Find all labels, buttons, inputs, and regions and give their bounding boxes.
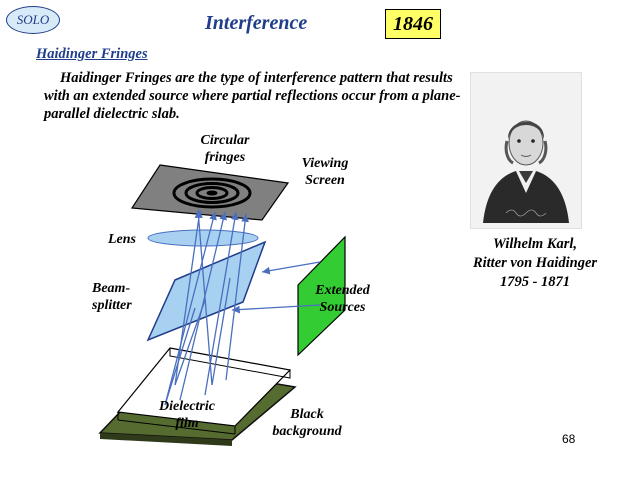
label-black-background: Black background	[272, 407, 342, 439]
label-extended-sources: Extended Sources	[315, 283, 370, 315]
label-viewing-screen: Viewing Screen	[301, 156, 349, 188]
solo-badge: SOLO	[6, 6, 60, 34]
portrait-engraving-icon	[471, 73, 581, 228]
light-rays	[164, 209, 321, 406]
slide-title: Interference	[205, 12, 308, 34]
portrait-image	[470, 72, 582, 229]
section-heading: Haidinger Fringes	[36, 46, 148, 62]
circular-fringes	[172, 177, 252, 209]
page-number: 68	[562, 432, 576, 446]
lens	[147, 229, 259, 247]
label-lens: Lens	[108, 232, 136, 247]
description-paragraph: Haidinger Fringes are the type of interf…	[44, 70, 461, 122]
label-beam-splitter: Beam-splitter	[92, 281, 132, 313]
caption-dates: 1795 - 1871	[499, 274, 571, 290]
label-circular-fringes: Circular fringes	[200, 133, 250, 165]
portrait-caption: Wilhelm Karl, Ritter von Haidinger 1795 …	[455, 235, 615, 292]
caption-title: Ritter von Haidinger	[472, 255, 598, 271]
extended-source	[297, 235, 346, 357]
year-badge: 1846	[385, 9, 441, 39]
caption-name: Wilhelm Karl,	[492, 236, 578, 252]
label-dielectric-film: Dielectric film	[159, 399, 215, 431]
